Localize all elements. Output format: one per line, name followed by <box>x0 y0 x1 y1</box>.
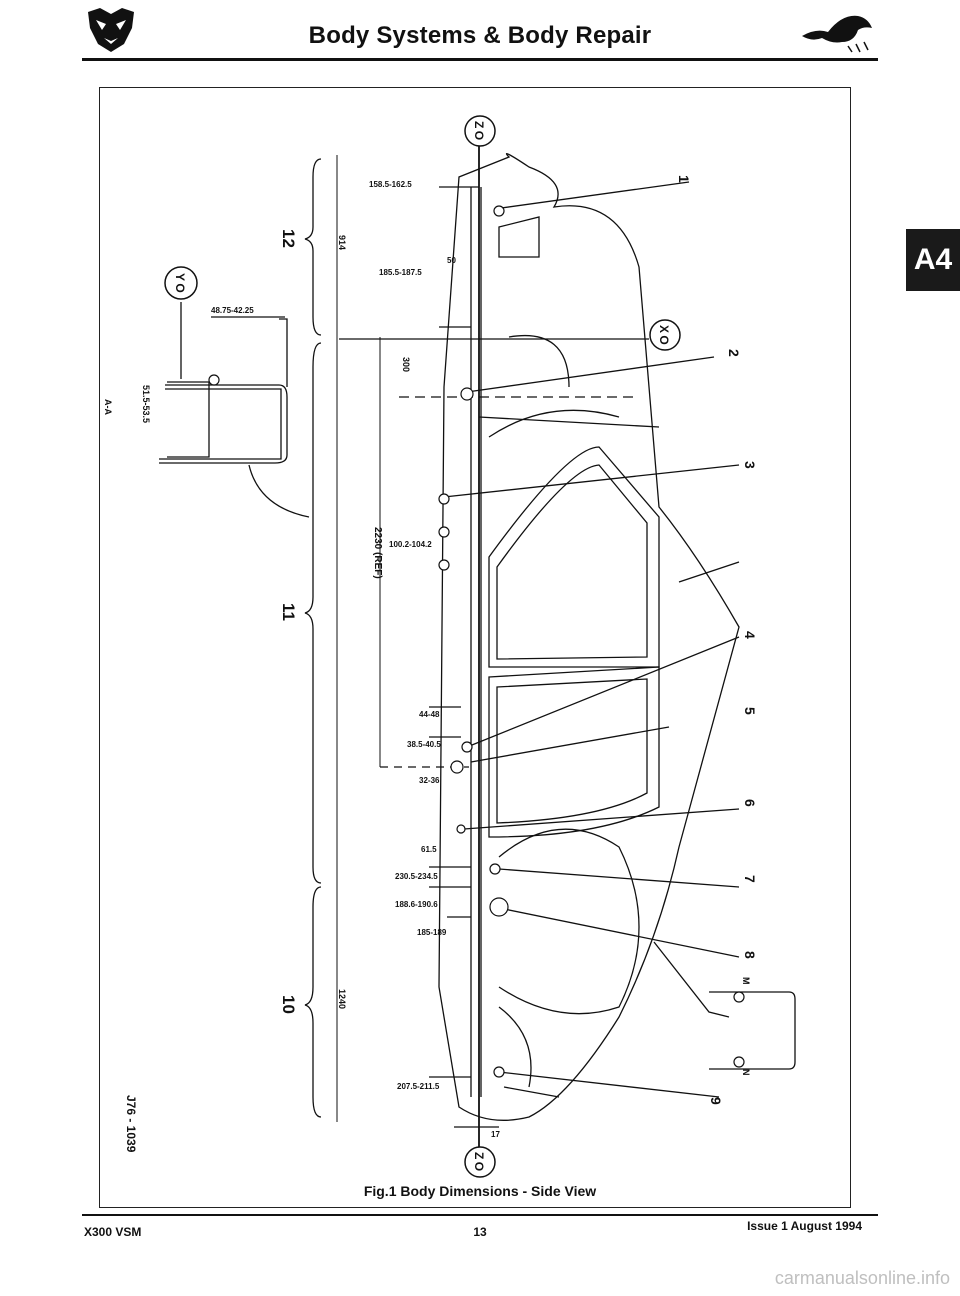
callout-1: 1 <box>676 175 692 183</box>
figure-caption: Fig.1 Body Dimensions - Side View <box>363 1183 597 1199</box>
datum-x-right: X O <box>657 325 671 345</box>
dim-44-48: 44-48 <box>419 710 440 719</box>
leaping-jaguar-logo-icon <box>802 15 872 53</box>
dim-185-5-187-5: 185.5-187.5 <box>379 268 422 277</box>
page-number: 13 <box>473 1225 487 1239</box>
figure-ref: J76 - 1039 <box>124 1095 138 1153</box>
dim-48-75-42-25: 48.75-42.25 <box>211 306 254 315</box>
callout-2: 2 <box>726 349 742 357</box>
dim-61-5: 61.5 <box>421 845 437 854</box>
callout-5: 5 <box>742 707 758 715</box>
zone-label-12: 12 <box>279 229 298 248</box>
dim-38-5-40-5: 38.5-40.5 <box>407 740 441 749</box>
footer-doc-code: X300 VSM <box>84 1225 142 1239</box>
dim-188-6-190-6: 188.6-190.6 <box>395 900 438 909</box>
datum-z-top: Z O <box>472 121 486 140</box>
dim-1240: 1240 <box>337 989 347 1009</box>
zone-label-10: 10 <box>279 995 298 1014</box>
callout-4: 4 <box>742 631 758 639</box>
callout-9: 9 <box>708 1097 724 1105</box>
issue-date: Issue 1 August 1994 <box>747 1219 862 1233</box>
section-a-a: A-A <box>103 399 113 415</box>
dim-914: 914 <box>337 235 347 250</box>
dim-158-5-162-5: 158.5-162.5 <box>369 180 412 189</box>
page-title: Body Systems & Body Repair <box>308 22 652 49</box>
dim-207-5-211-5: 207.5-211.5 <box>397 1082 440 1091</box>
label-n: N <box>741 1069 751 1076</box>
callout-7: 7 <box>742 875 758 883</box>
watermark: carmanualsonline.info <box>774 1268 950 1288</box>
dim-51-5-53-5: 51.5-53.5 <box>141 385 151 423</box>
zone-label-11: 11 <box>279 603 298 621</box>
dim-17: 17 <box>491 1130 500 1139</box>
dim-100-2-104-2: 100.2-104.2 <box>389 540 432 549</box>
body-outline <box>438 153 740 1121</box>
callout-6: 6 <box>742 799 758 807</box>
dim-300: 300 <box>401 357 411 372</box>
datum-y-left: Y O <box>173 273 187 293</box>
callout-8: 8 <box>742 951 758 959</box>
dim-32-36: 32-36 <box>419 776 440 785</box>
dim-50: 50 <box>447 256 456 265</box>
dim-2230-ref: 2230 (REF) <box>372 527 383 579</box>
figure-frame <box>99 87 851 1208</box>
body-side-view-diagram: Z O Y O X O Z O 12 11 10 914 300 2230 (R… <box>103 115 796 1178</box>
footer-rule <box>82 1214 878 1216</box>
callout-3: 3 <box>742 461 758 469</box>
dim-185-189: 185-189 <box>417 928 447 937</box>
dim-230-5-234-5: 230.5-234.5 <box>395 872 438 881</box>
page-header: Body Systems & Body Repair <box>0 0 960 62</box>
datum-z-bottom: Z O <box>472 1152 486 1171</box>
label-m: M <box>741 977 751 985</box>
section-tab: A4 <box>906 229 960 291</box>
header-rule <box>82 58 878 61</box>
jaguar-head-logo-icon <box>88 8 134 52</box>
